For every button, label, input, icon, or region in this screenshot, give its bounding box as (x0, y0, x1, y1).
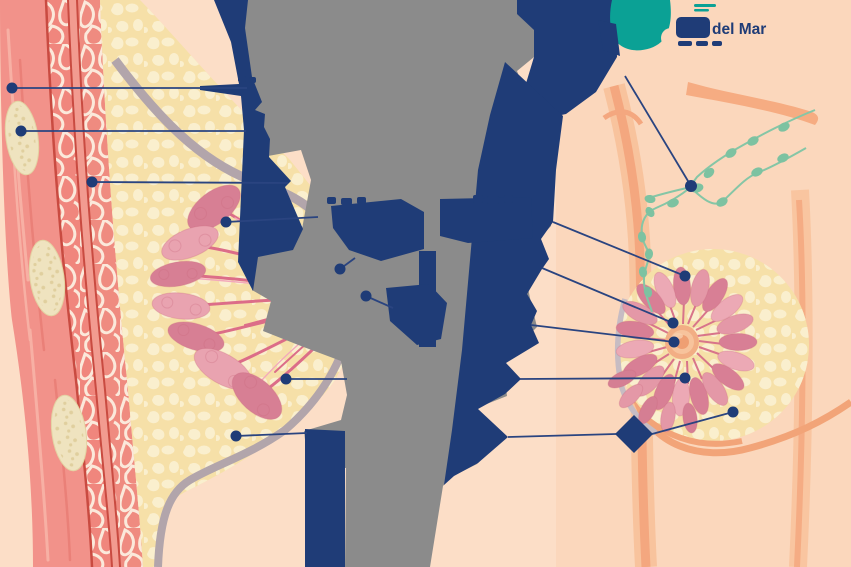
logo-tagline-fragment (694, 9, 709, 12)
leader-dot (727, 406, 739, 418)
leader-dot (334, 263, 346, 275)
leader-line (541, 267, 674, 324)
lobule (622, 300, 658, 326)
leader-dot (360, 290, 372, 302)
navy-label-masks (200, 0, 617, 567)
lobule (688, 377, 710, 415)
shoulder-fold (686, 82, 819, 125)
lobule-ring (607, 266, 758, 434)
lymph-node (645, 206, 655, 218)
leader-dot (685, 180, 697, 192)
label-mask-center-head (440, 197, 533, 243)
leader-dot (679, 270, 691, 282)
leader-dot (86, 176, 98, 188)
lymph-node (644, 194, 656, 204)
lobule (718, 333, 758, 351)
lymph-node (644, 248, 654, 260)
leader-dot (220, 216, 232, 228)
leader-dot (280, 373, 292, 385)
leader-line (235, 432, 308, 437)
label-mask-below-nipple (386, 284, 447, 345)
chest-wall-layers (0, 0, 143, 567)
lobule (652, 373, 676, 411)
leader-dot (667, 317, 679, 329)
label-mask-left-band (200, 0, 303, 291)
lymph-node (638, 266, 648, 278)
lobule (716, 313, 754, 335)
leader-dot (668, 336, 680, 348)
fascia-line-1 (44, 0, 94, 567)
lobule (690, 268, 710, 308)
lymph-node (747, 136, 759, 146)
text-fragments (238, 76, 513, 205)
armpit-fold (602, 109, 644, 126)
leader-lines (12, 75, 734, 438)
lobule (615, 339, 655, 359)
leader-dot (679, 372, 691, 384)
logo-subline-fragment (678, 41, 692, 46)
muscle-thin-band (68, 0, 120, 567)
lymph-node (667, 198, 679, 208)
skin-layer-lower (154, 319, 354, 567)
leader-line (651, 411, 734, 435)
logo-subline-fragment (696, 41, 708, 46)
leader-dot (15, 125, 27, 137)
leader-markers (6, 82, 739, 453)
lymph-node (725, 148, 737, 158)
nipple-areola-right (665, 325, 699, 359)
label-mask-bottom-column (305, 429, 345, 567)
rib-bones (4, 100, 88, 472)
lobule (615, 320, 655, 340)
lobule (701, 372, 729, 406)
logo-subline-fragment (712, 41, 722, 46)
logo-word-mask (676, 17, 710, 38)
leader-line (507, 433, 617, 438)
label-mask-top-right (517, 0, 617, 120)
logo-text: del Mar (712, 21, 766, 38)
label-mask-right-zigzag (444, 62, 563, 485)
lymph-node (777, 153, 789, 163)
lobule (710, 294, 744, 322)
logo-mark (610, 0, 671, 51)
leader-line (530, 324, 675, 343)
lobule (636, 283, 666, 315)
logo-tagline-fragment (694, 4, 716, 7)
leader-line (624, 75, 692, 187)
lobule (149, 260, 207, 288)
fascia-line-3 (76, 0, 121, 567)
breast-lower-rim (646, 417, 743, 447)
lymph-chain-middle (690, 147, 807, 205)
lymph-node (778, 122, 790, 132)
leader-dot (230, 430, 242, 442)
lymph-node (643, 286, 653, 298)
hospital-logo: del Mar (598, 0, 766, 56)
leader-line (91, 181, 289, 184)
lymph-node (703, 167, 715, 179)
diamond-marker (615, 415, 653, 453)
leader-line (552, 221, 686, 277)
lobule (618, 383, 644, 409)
lymph-node (637, 231, 647, 243)
lymph-node (716, 197, 728, 207)
lobule (711, 363, 745, 391)
lymph-node (751, 167, 763, 177)
leader-line (519, 377, 686, 380)
lobule (660, 401, 676, 433)
lobule (231, 372, 283, 420)
lymph-nodes (637, 122, 790, 298)
lobule (717, 350, 755, 372)
label-mask-above-nipple (331, 199, 424, 261)
fascia-line-2 (67, 0, 113, 567)
leader-dot (6, 82, 18, 94)
leader-line (225, 216, 319, 223)
